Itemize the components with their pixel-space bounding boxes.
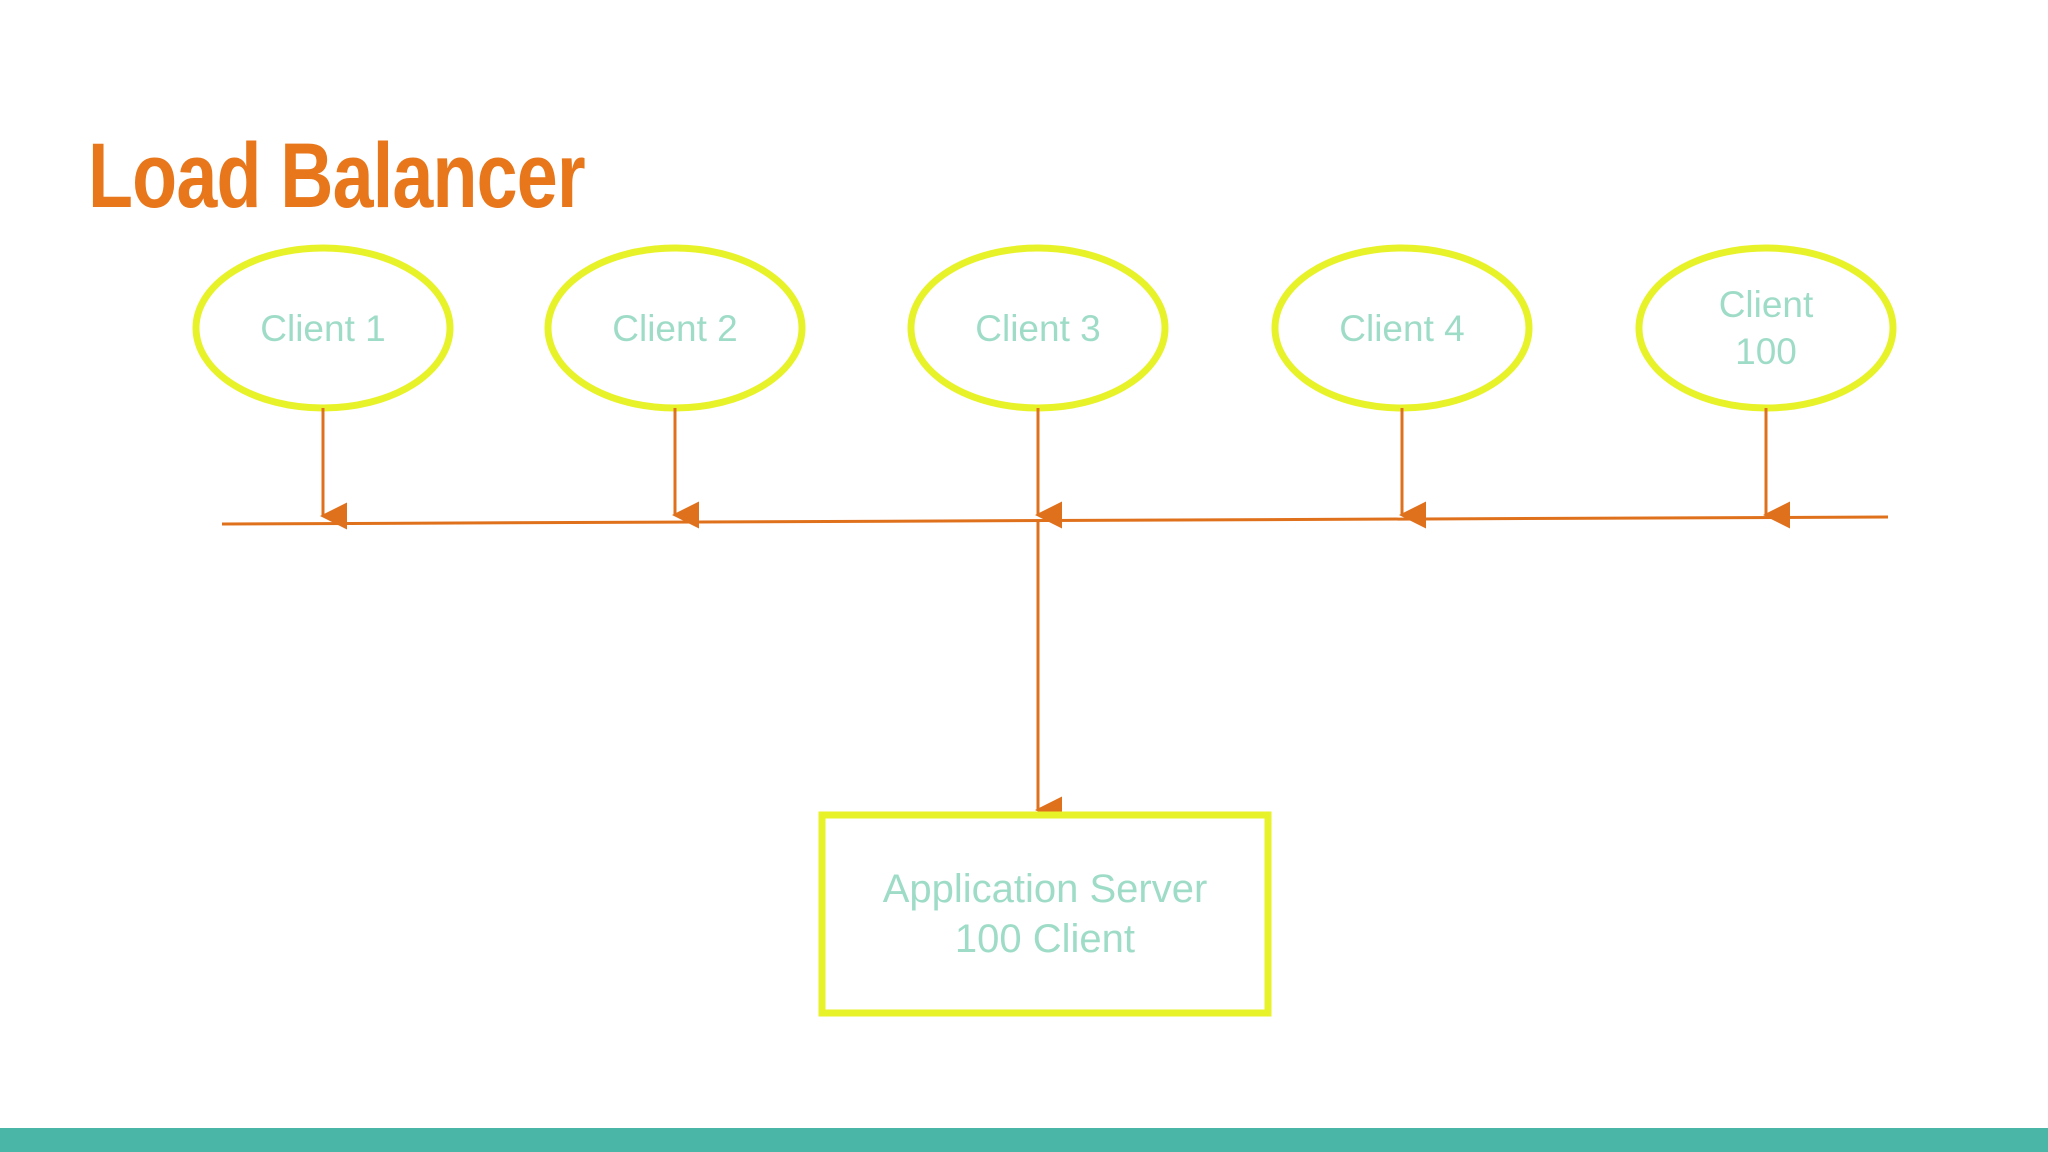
client-connector-group <box>320 408 1790 530</box>
application-server-box[interactable] <box>818 811 1272 1017</box>
client-node-ellipse[interactable] <box>192 244 454 412</box>
client-node-ellipse[interactable] <box>544 244 806 412</box>
page-title: Load Balancer <box>88 125 586 227</box>
client-node-ellipse[interactable] <box>1635 244 1897 412</box>
client-node-ellipse[interactable] <box>907 244 1169 412</box>
client-node-ellipse[interactable] <box>1271 244 1533 412</box>
footer-accent-bar <box>0 1128 2048 1152</box>
load-balancer-bus-line[interactable] <box>221 515 1889 526</box>
client-node-group <box>192 244 1897 412</box>
